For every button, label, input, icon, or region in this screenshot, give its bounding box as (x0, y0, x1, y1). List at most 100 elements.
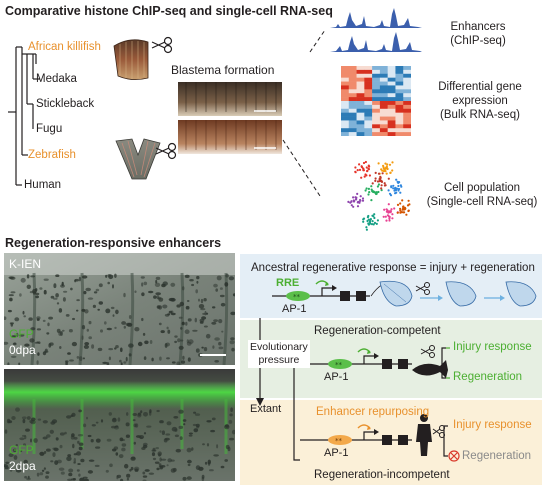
pigment-cell (230, 337, 235, 341)
pigment-cell (32, 291, 37, 295)
pigment-cell (10, 323, 13, 327)
pigment-cell (22, 419, 26, 424)
pigment-cell (46, 448, 51, 452)
pigment-cell (121, 321, 126, 325)
heatmap-cell (341, 77, 350, 82)
pigment-cell (25, 428, 30, 432)
heatmap-cell (341, 93, 350, 98)
heatmap-cell (387, 128, 396, 133)
pigment-cell (192, 423, 197, 427)
tsne-point (367, 193, 370, 196)
tsne-point (367, 164, 370, 167)
pigment-cell (193, 428, 199, 433)
pigment-cell (119, 359, 122, 363)
tsne-point (405, 213, 408, 216)
pigment-cell (204, 461, 208, 465)
tsne-point (363, 175, 366, 178)
tsne-point (388, 163, 392, 166)
pigment-cell (53, 297, 58, 300)
tsne-point (365, 187, 368, 190)
pigment-cell (43, 289, 47, 295)
heatmap-cell (395, 81, 404, 86)
pigment-cell (56, 459, 62, 464)
fluorescence-photo-2dpa (4, 369, 235, 481)
pigment-cell (207, 461, 211, 466)
pigment-cell (187, 357, 191, 362)
pigment-cell (161, 430, 165, 435)
pigment-cell (14, 317, 20, 322)
tsne-point (391, 169, 394, 172)
pigment-cell (141, 282, 144, 287)
pigment-cell (35, 295, 39, 299)
top-title: Comparative histone ChIP-seq and single-… (5, 4, 333, 18)
pigment-cell (156, 409, 160, 413)
pigment-cell (205, 333, 211, 339)
pigment-cell (114, 273, 117, 278)
pigment-cell (55, 293, 59, 298)
pigment-cell (158, 463, 162, 466)
pigment-cell (9, 467, 13, 472)
pigment-cell (49, 429, 54, 434)
heatmap-cell (395, 108, 404, 113)
pigment-cell (30, 275, 36, 278)
pigment-cell (199, 321, 204, 324)
tsne-point (365, 226, 368, 229)
pigment-cell (108, 356, 111, 361)
heatmap-cell (364, 85, 373, 90)
pigment-cell (158, 322, 162, 326)
scissors-icon (420, 345, 435, 358)
pigment-cell (194, 317, 197, 323)
pigment-cell (79, 477, 85, 481)
tsne-point (392, 187, 395, 190)
pigment-cell (159, 457, 162, 462)
tsne-point (374, 171, 377, 174)
tsne-point (359, 199, 362, 202)
pigment-cell (158, 465, 161, 468)
heatmap-cell (403, 104, 411, 110)
pigment-cell (84, 342, 90, 346)
pigment-cell (219, 287, 223, 290)
tsne-point (370, 188, 373, 191)
pigment-cell (125, 422, 130, 427)
pigment-cell (152, 447, 156, 452)
heatmap-cell (348, 128, 357, 133)
pigment-cell (214, 337, 220, 341)
pigment-cell (62, 329, 65, 332)
time-label-0dpa: 0dpa (9, 343, 36, 357)
heatmap-cell (372, 69, 381, 75)
pigment-cell (8, 420, 13, 424)
pigment-cell (105, 469, 109, 473)
heatmap-cell (403, 124, 411, 129)
pigment-cell (198, 466, 204, 471)
tsne-point (362, 161, 366, 165)
pigment-cell (81, 325, 86, 330)
pigment-cell (35, 288, 38, 292)
heatmap-cell (364, 132, 373, 136)
heatmap-cell (379, 108, 388, 113)
heatmap-cell (395, 120, 404, 125)
heatmap-cell (379, 73, 388, 78)
pigment-cell (206, 443, 210, 447)
pigment-cell (155, 292, 161, 296)
species-stickleback: Stickleback (36, 98, 95, 110)
heatmap-cell (372, 108, 381, 113)
pigment-cell (66, 456, 72, 462)
pigment-cell (134, 327, 140, 332)
tsne-point (361, 197, 365, 200)
pigment-cell (171, 426, 178, 432)
pigment-cell (13, 455, 18, 460)
heatmap-cell (403, 66, 411, 71)
pigment-cell (7, 362, 10, 365)
pigment-cell (188, 434, 193, 437)
tsne-point (371, 190, 374, 193)
extant-label: Extant (250, 403, 282, 415)
pigment-cell (144, 469, 150, 472)
heatmap-cell (341, 85, 350, 90)
tsne-point (386, 167, 389, 171)
pigment-cell (50, 460, 54, 463)
pigment-cell (146, 425, 152, 428)
pigment-cell (72, 443, 75, 449)
heatmap-cell (379, 66, 388, 71)
pigment-cell (130, 466, 134, 471)
tsne-point (371, 182, 374, 185)
